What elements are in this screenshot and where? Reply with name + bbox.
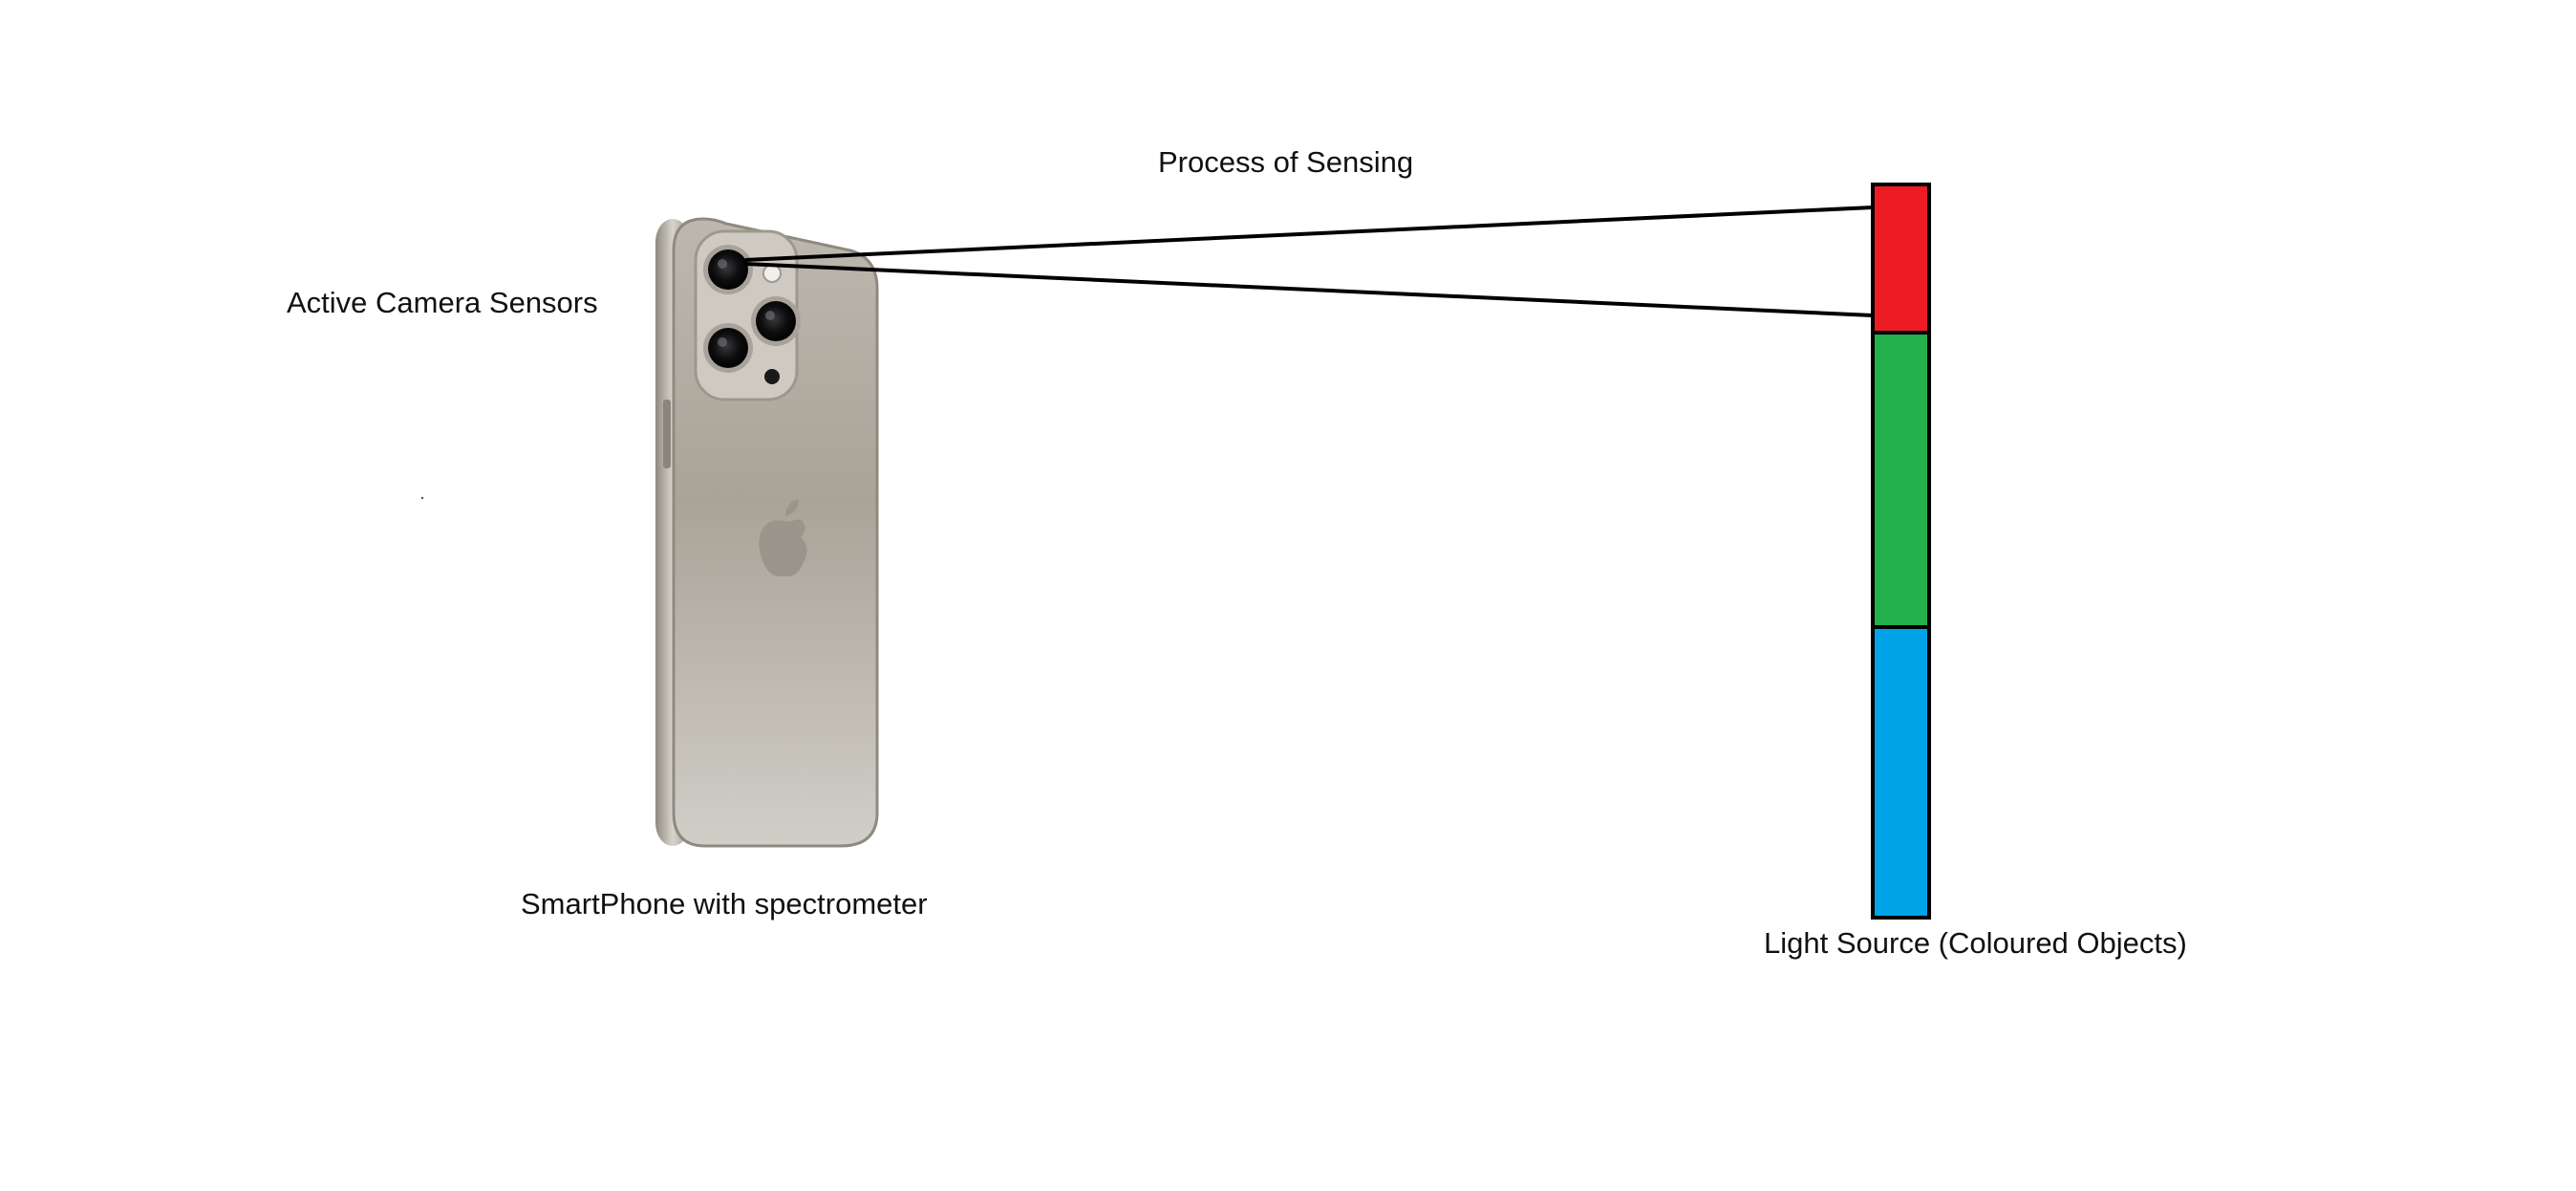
stray-dot	[420, 496, 424, 500]
blue-segment	[1871, 625, 1931, 920]
apple-logo-icon	[759, 499, 807, 577]
camera-lens-icon	[703, 245, 753, 294]
light-source-bar	[1871, 183, 1931, 920]
sensing-ray-lower	[744, 262, 1874, 317]
sensing-ray-upper	[744, 206, 1874, 262]
light-source-label: Light Source (Coloured Objects)	[1764, 926, 2187, 960]
green-segment	[1871, 331, 1931, 629]
lidar-sensor	[764, 369, 780, 384]
camera-flash	[762, 264, 782, 283]
phone-side-button	[663, 400, 671, 468]
diagram-title: Process of Sensing	[1158, 145, 1413, 179]
camera-lens-icon	[751, 296, 801, 346]
smartphone-icon	[655, 217, 879, 848]
red-segment	[1871, 183, 1931, 335]
camera-sensors-label: Active Camera Sensors	[287, 286, 598, 319]
smartphone-label: SmartPhone with spectrometer	[521, 887, 928, 920]
camera-lens-icon	[703, 323, 753, 373]
